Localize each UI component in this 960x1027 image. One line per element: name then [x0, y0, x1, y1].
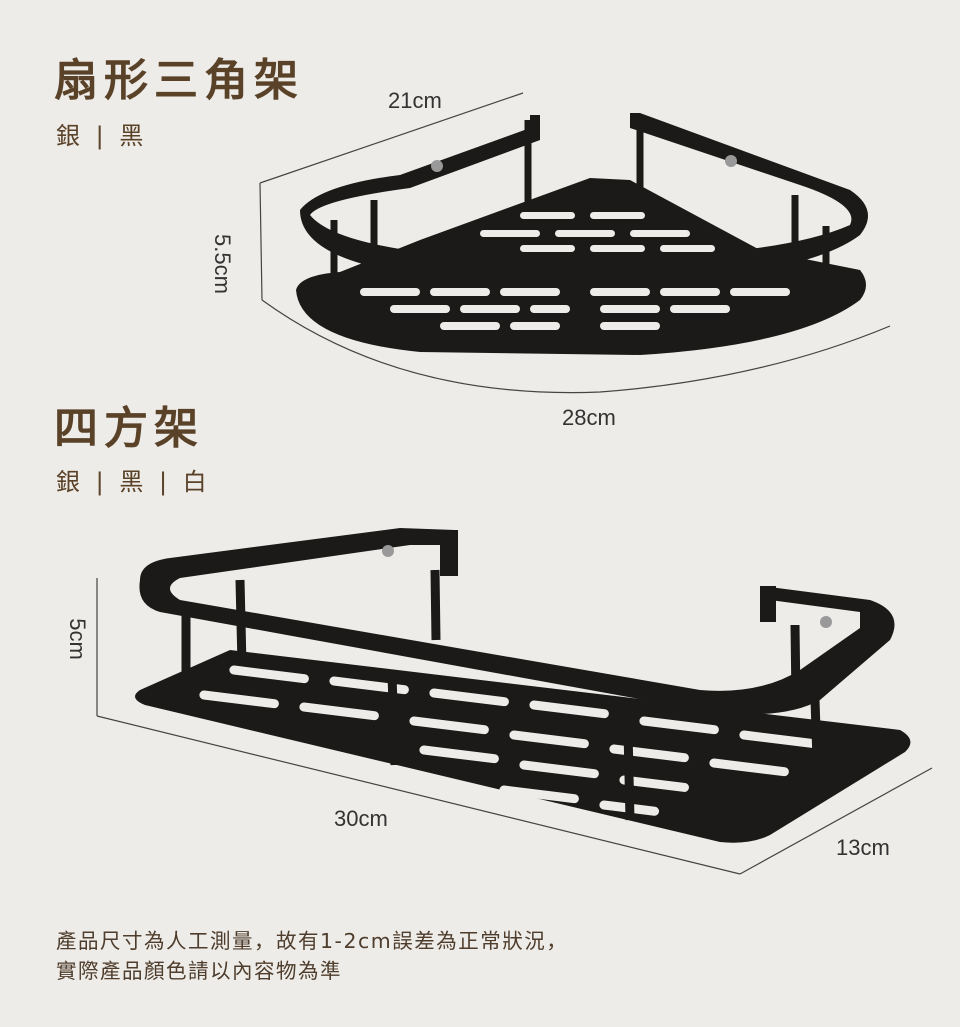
square-shelf-title: 四方架 [54, 403, 204, 454]
measurement-note: 產品尺寸為人工測量，故有1-2cm誤差為正常狀況， 實際產品顏色請以內容物為準 [56, 926, 568, 986]
square-dimension-lines [96, 578, 933, 875]
corner-shelf-title: 扇形三角架 [54, 55, 304, 106]
corner-width-label: 21cm [388, 88, 442, 113]
corner-length-label: 28cm [562, 405, 616, 430]
square-shelf-image [135, 528, 911, 843]
square-length-label: 30cm [334, 806, 388, 831]
square-depth-label: 13cm [836, 835, 890, 860]
corner-dimension-lines [259, 92, 891, 394]
corner-shelf-image [296, 113, 868, 355]
square-height-label: 5cm [64, 618, 90, 660]
corner-height-label: 5.5cm [209, 234, 235, 294]
note-line-2: 實際產品顏色請以內容物為準 [56, 959, 342, 983]
square-shelf-colors: 銀 | 黑 | 白 [56, 468, 211, 496]
corner-shelf-colors: 銀 | 黑 [56, 122, 148, 150]
note-line-1: 產品尺寸為人工測量，故有1-2cm誤差為正常狀況， [56, 929, 569, 953]
